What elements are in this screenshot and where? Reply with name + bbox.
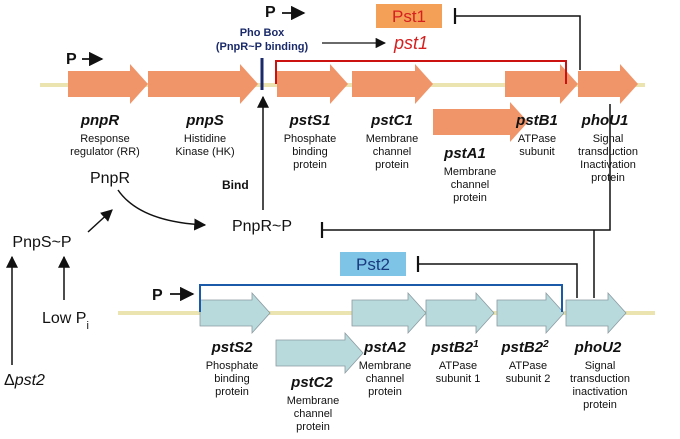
- gene-desc-pnpR: Response: [80, 133, 130, 145]
- gene-label-phoU2: phoU2: [574, 339, 622, 356]
- gene-arrow-phoU2: [565, 291, 627, 335]
- gene-desc-pstB2-1: ATPase: [439, 360, 477, 372]
- gene-desc-pstB1: ATPase: [518, 133, 556, 145]
- gene-label-pstC1: pstC1: [370, 112, 413, 129]
- gene-desc-pstS1: Phosphate: [284, 133, 337, 145]
- gene-desc-phoU2: Signal: [585, 360, 616, 372]
- gene-desc-pnpS: Kinase (HK): [175, 146, 234, 158]
- gene-arrow-pstS2: [199, 291, 271, 335]
- gene-arrow-pstC1: [352, 64, 433, 104]
- gene-desc-phoU2: protein: [583, 399, 617, 411]
- gene-label-phoU1: phoU1: [581, 112, 629, 129]
- gene-label-pstS1: pstS1: [289, 112, 331, 129]
- gene-desc-phoU2: transduction: [570, 373, 630, 385]
- gene-arrow-phoU1: [578, 64, 638, 104]
- delta-pst2-label: Δpst2: [4, 372, 45, 389]
- pst1-box: [376, 4, 442, 28]
- gene-arrow-pstB2-2: [496, 291, 565, 335]
- pnprp-label: PnpR~P: [232, 218, 292, 235]
- gene-desc-pstB2-2: subunit 2: [506, 373, 551, 385]
- gene-desc-pnpS: Histidine: [184, 133, 226, 145]
- promoter-pst2: P: [152, 287, 163, 304]
- gene-desc-pstB2-1: subunit 1: [436, 373, 481, 385]
- gene-desc-phoU1: protein: [591, 172, 625, 184]
- gene-desc-pstC1: protein: [375, 159, 409, 171]
- pnpr-to-pnprp-arrow: [117, 189, 207, 231]
- gene-label-pstA1: pstA1: [443, 145, 486, 162]
- gene-desc-pstA2: protein: [368, 386, 402, 398]
- low-pi-label: Low Pi: [42, 310, 89, 332]
- gene-desc-pstA2: channel: [366, 373, 405, 385]
- gene-label-pstA2: pstA2: [363, 339, 406, 356]
- gene-desc-phoU1: Signal: [593, 133, 624, 145]
- gene-desc-pstS2: binding: [214, 373, 249, 385]
- gene-desc-pstS1: binding: [292, 146, 327, 158]
- gene-desc-pnpR: regulator (RR): [70, 146, 140, 158]
- gene-arrow-pstC2: [275, 331, 364, 375]
- gene-label-pnpR: pnpR: [80, 112, 119, 129]
- promoter-pst1: P: [265, 4, 276, 21]
- gene-desc-pstC2: channel: [294, 408, 333, 420]
- gene-label-pnpS: pnpS: [185, 112, 224, 129]
- gene-label-pstC2: pstC2: [290, 374, 333, 391]
- gene-arrow-pstB2-1: [425, 291, 495, 335]
- gene-arrow-pnpR: [68, 64, 148, 104]
- gene-arrow-pstB1: [505, 64, 578, 104]
- pst1-italic-label: pst1: [393, 33, 428, 53]
- gene-desc-phoU1: transduction: [578, 146, 638, 158]
- gene-desc-pstA1: protein: [453, 192, 487, 204]
- pnpsp-label: PnpS~P: [12, 234, 71, 251]
- bind-label: Bind: [222, 178, 249, 192]
- gene-desc-pstA1: channel: [451, 179, 490, 191]
- pho-box-label: Pho Box: [240, 27, 285, 39]
- operon2-span: [199, 284, 563, 312]
- gene-desc-pstS2: protein: [215, 386, 249, 398]
- pnpr-label: PnpR: [90, 170, 130, 187]
- gene-desc-pstC1: channel: [373, 146, 412, 158]
- pst1-box-label: Pst1: [392, 7, 426, 26]
- gene-desc-pstB2-2: ATPase: [509, 360, 547, 372]
- gene-label-pstS2: pstS2: [211, 339, 254, 356]
- phoU1-inhibits-pst1: [455, 15, 581, 70]
- gene-desc-pstA1: Membrane: [444, 166, 497, 178]
- gene-desc-phoU1: Inactivation: [580, 159, 636, 171]
- gene-arrow-pnpS: [148, 64, 258, 104]
- gene-desc-pstC1: Membrane: [366, 133, 419, 145]
- gene-desc-pstS1: protein: [293, 159, 327, 171]
- gene-desc-pstC2: protein: [296, 421, 330, 433]
- gene-desc-phoU2: inactivation: [572, 386, 627, 398]
- gene-desc-pstB1: subunit: [519, 146, 554, 158]
- gene-arrow-pstA2: [351, 291, 427, 335]
- gene-desc-pstA2: Membrane: [359, 360, 412, 372]
- gene-arrow-pstA1: [433, 102, 528, 142]
- pst2-box-label: Pst2: [356, 255, 390, 274]
- phoU2-inhibits-pst2: [418, 263, 578, 298]
- pho-box-sublabel: (PnpR~P binding): [216, 41, 309, 53]
- pnpsp-to-pnpr-arrow: [87, 209, 113, 233]
- gene-label-pstB2-2: pstB22: [500, 339, 549, 357]
- gene-label-pstB1: pstB1: [515, 112, 558, 129]
- phoU1-inhibits-pnprp: [322, 104, 611, 231]
- gene-desc-pstC2: Membrane: [287, 395, 340, 407]
- gene-desc-pstS2: Phosphate: [206, 360, 259, 372]
- operon1-span: [275, 60, 567, 84]
- gene-label-pstB2-1: pstB21: [430, 339, 479, 357]
- pst2-box: [340, 252, 406, 276]
- promoter-pnpR: P: [66, 51, 77, 68]
- gene-arrow-pstS1: [277, 64, 348, 104]
